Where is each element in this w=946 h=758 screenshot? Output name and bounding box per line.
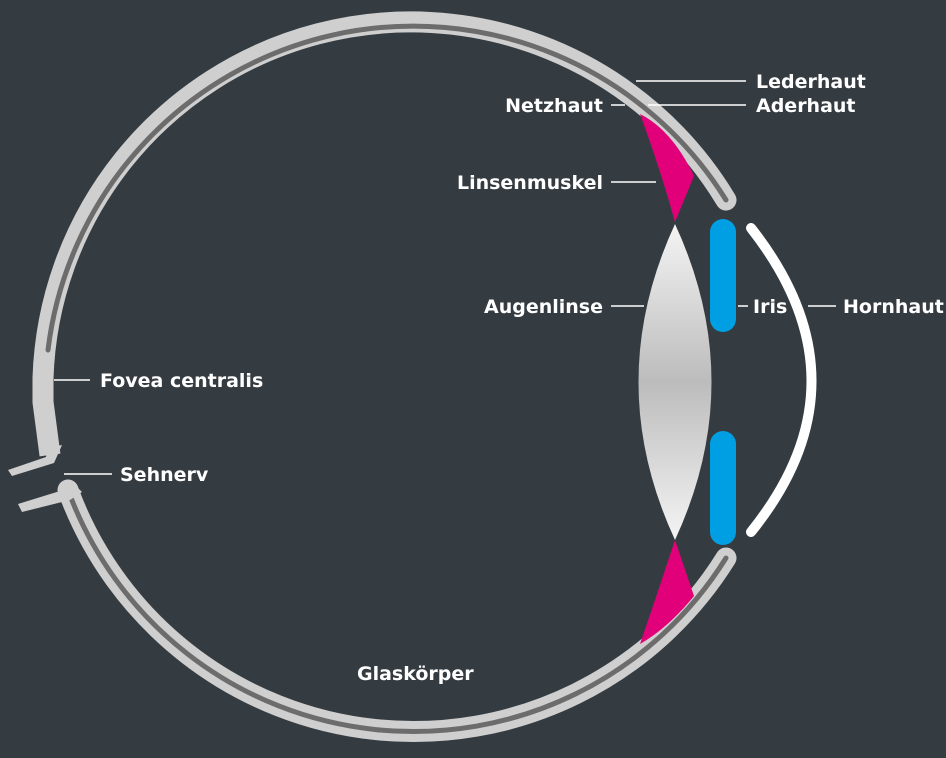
label-fovea: Fovea centralis <box>100 370 263 392</box>
iris-lower <box>710 431 736 545</box>
sclera-fovea-segment <box>32 378 61 457</box>
sclera-upper <box>32 11 737 389</box>
optic-nerve-lower <box>18 482 82 512</box>
label-aderhaut: Aderhaut <box>756 95 856 117</box>
ciliary-muscle-upper <box>640 114 694 222</box>
sclera-lower <box>57 479 737 742</box>
label-augenlinse: Augenlinse <box>484 296 603 318</box>
iris-upper <box>710 219 736 332</box>
choroid-upper <box>45 23 729 353</box>
label-iris: Iris <box>753 296 787 318</box>
label-sehnerv: Sehnerv <box>120 464 209 486</box>
choroid-lower <box>65 487 729 734</box>
lens <box>638 224 712 540</box>
ciliary-muscle-lower <box>640 540 694 644</box>
optic-nerve-upper <box>8 445 62 476</box>
label-glaskoerper: Glaskörper <box>357 663 474 685</box>
cornea <box>746 223 817 537</box>
label-linsenmuskel: Linsenmuskel <box>457 172 603 194</box>
label-netzhaut: Netzhaut <box>505 95 603 117</box>
label-lederhaut: Lederhaut <box>756 71 866 93</box>
label-hornhaut: Hornhaut <box>843 296 944 318</box>
